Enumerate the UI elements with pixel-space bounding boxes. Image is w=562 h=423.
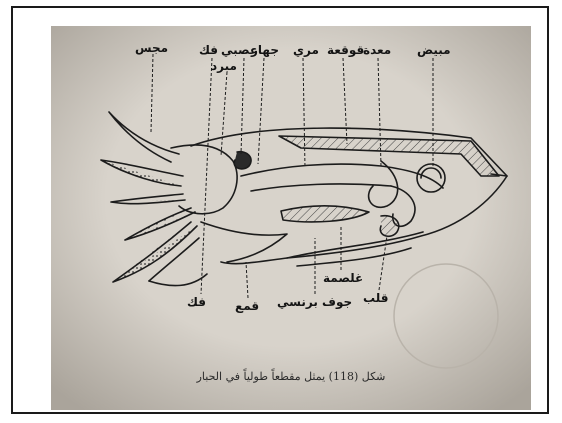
label-maida: معدة bbox=[363, 44, 391, 56]
label-mims: مجس bbox=[135, 42, 168, 54]
label-marri: مري bbox=[293, 44, 319, 56]
label-qumu: قمع bbox=[235, 300, 259, 312]
label-mibyad: مبيض bbox=[417, 44, 451, 56]
label-qalb: قلب bbox=[363, 292, 388, 304]
book-page-photo: مجس فك عصبي جهاز مري قوقعة معدة مبيض مبر… bbox=[51, 26, 531, 410]
label-jihaz: جهاز bbox=[251, 44, 279, 56]
label-ghalsama: غلصمة bbox=[323, 272, 363, 284]
label-jawf-barnisi: جوف برنسي bbox=[277, 296, 352, 308]
label-mabrad: مبرد bbox=[211, 60, 237, 72]
label-qawqaa: قوقعة bbox=[327, 44, 364, 56]
figure-caption: شكل (118) يمثل مقطعاً طولياً في الحبار bbox=[51, 370, 531, 383]
label-fak-top: فك bbox=[199, 44, 218, 56]
figure-frame: مجس فك عصبي جهاز مري قوقعة معدة مبيض مبر… bbox=[11, 6, 549, 414]
label-fak-bottom: فك bbox=[187, 296, 206, 308]
squid-section-diagram bbox=[51, 26, 531, 410]
